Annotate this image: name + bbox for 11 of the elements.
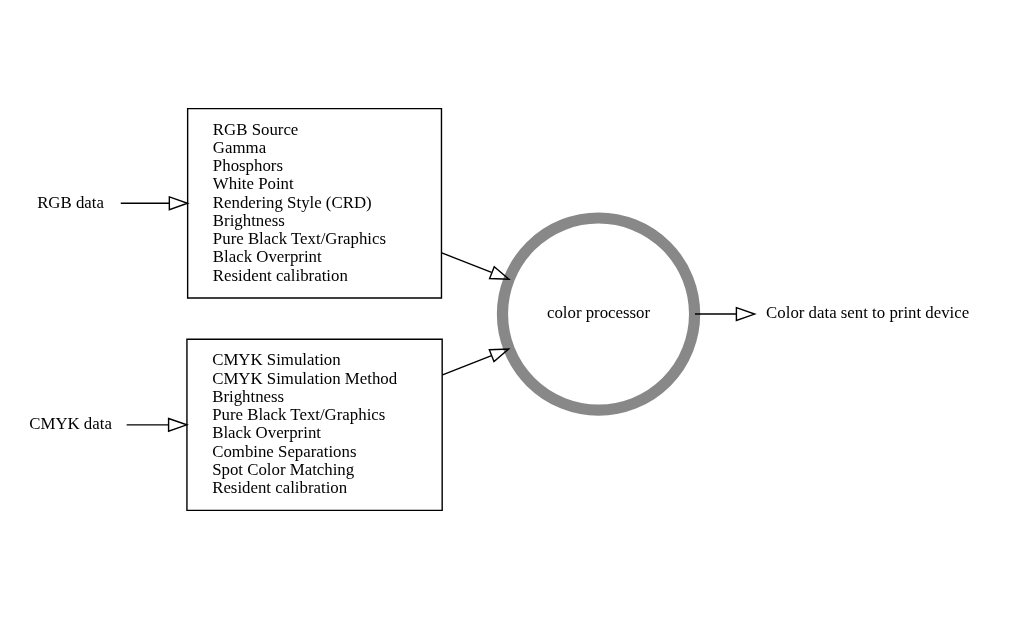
arrow [441, 347, 511, 376]
node-text: CMYK data [29, 413, 112, 433]
arrow [441, 251, 511, 280]
arrow [694, 306, 757, 321]
arrow [126, 416, 189, 432]
node-box: RGB Source Gamma Phosphors White Point Rendering Style (CRD) Brightness Pure Black Text/Graphics Black Overprint Resident calibration [186, 107, 443, 299]
node-text: Color data sent to print device [766, 302, 970, 322]
node-text: RGB data [37, 192, 104, 212]
node-box: CMYK Simulation CMYK Simulation Method Brightness Pure Black Text/Graphics Black Overprint Combine Separations Spot Color Matching Resident calibration [186, 338, 443, 511]
node-circle: color processor [496, 211, 701, 416]
arrow [120, 195, 190, 211]
